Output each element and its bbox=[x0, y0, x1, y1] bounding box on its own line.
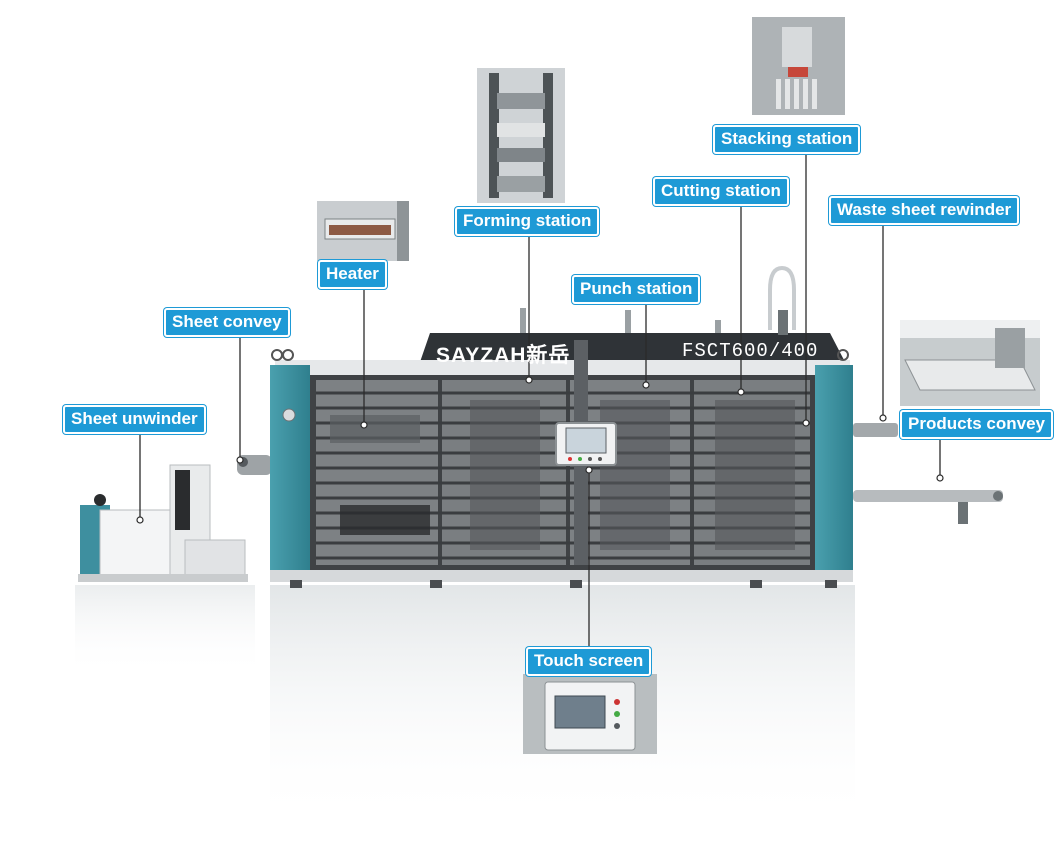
label-forming-station: Forming station bbox=[455, 207, 600, 236]
heater-photo bbox=[317, 201, 409, 261]
model-number: FSCT600/400 bbox=[682, 340, 819, 362]
label-punch-station: Punch station bbox=[572, 275, 701, 304]
leader-lines bbox=[139, 150, 941, 648]
touch-screen-panel bbox=[555, 422, 617, 466]
label-heater: Heater bbox=[318, 260, 387, 289]
forming-station-photo bbox=[477, 68, 565, 203]
unwinder-reflection bbox=[75, 585, 255, 675]
label-sheet-unwinder: Sheet unwinder bbox=[63, 405, 206, 434]
label-cutting-station: Cutting station bbox=[653, 177, 789, 206]
products-convey-machine bbox=[853, 423, 1003, 524]
stacking-station-photo bbox=[752, 17, 845, 115]
products-convey-photo bbox=[900, 320, 1040, 406]
touch-screen-photo bbox=[523, 674, 657, 754]
brand-logo: SAYZAH新岳 bbox=[436, 344, 571, 367]
label-touch-screen: Touch screen bbox=[526, 647, 652, 676]
label-sheet-convey: Sheet convey bbox=[164, 308, 290, 337]
sheet-unwinder-machine bbox=[78, 464, 248, 582]
label-waste-sheet-rewinder: Waste sheet rewinder bbox=[829, 196, 1020, 225]
sheet-convey-roller bbox=[237, 455, 272, 475]
label-stacking-station: Stacking station bbox=[713, 125, 861, 154]
main-cabinet bbox=[270, 265, 853, 588]
leader-dots bbox=[136, 376, 944, 524]
label-products-convey: Products convey bbox=[900, 410, 1053, 439]
